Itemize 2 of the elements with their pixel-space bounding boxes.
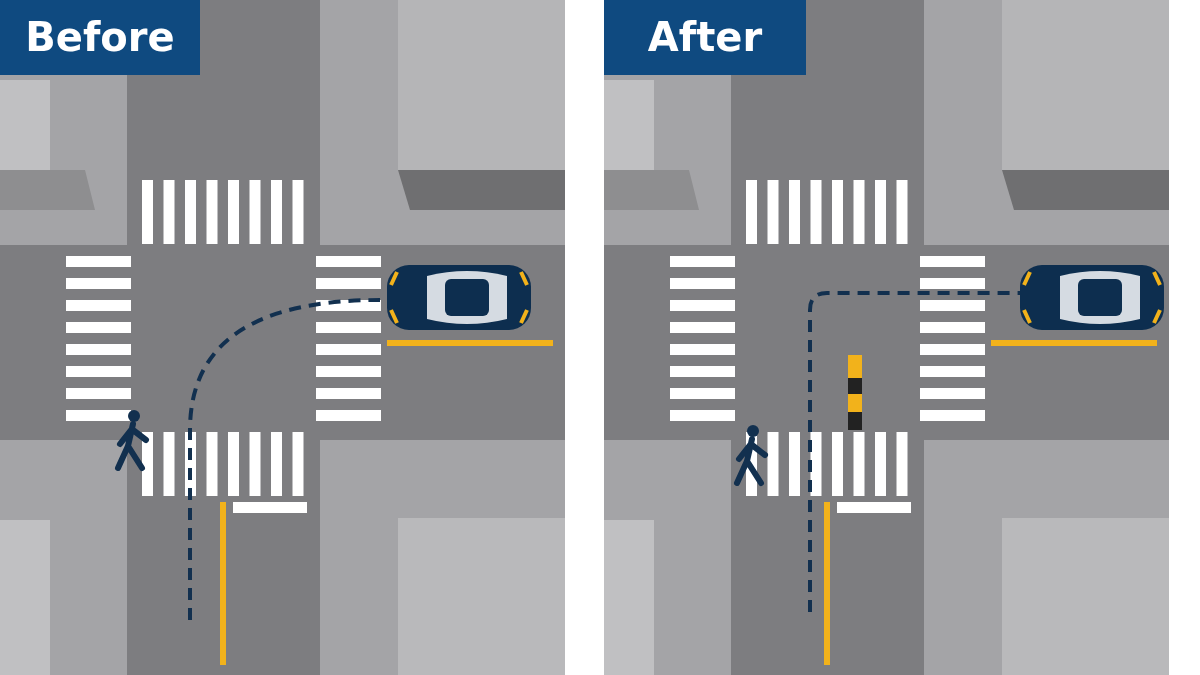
panel-heading: After (604, 0, 806, 75)
panel-heading: Before (0, 0, 200, 75)
